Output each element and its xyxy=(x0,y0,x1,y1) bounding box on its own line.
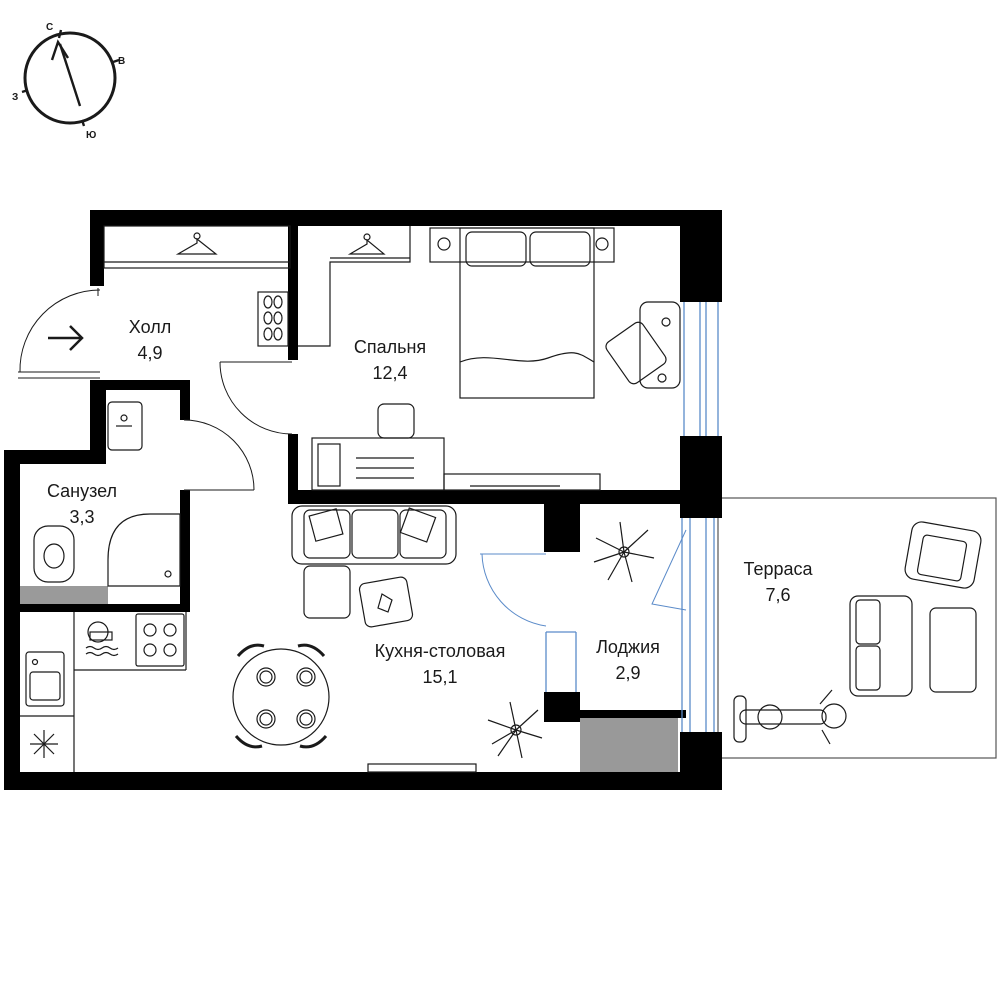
armchair-icon xyxy=(904,521,982,589)
bed-icon xyxy=(429,227,615,399)
kitchen-counter xyxy=(20,612,187,772)
plant-icon xyxy=(487,701,543,759)
toilet-icon xyxy=(33,525,75,583)
room-area-hall: 4,9 xyxy=(137,343,162,363)
hanger-icon xyxy=(175,232,218,255)
exercise-bike-icon xyxy=(733,689,847,745)
shower-icon xyxy=(107,513,181,587)
coffee-table xyxy=(358,576,414,628)
room-name-bathroom: Санузел xyxy=(47,481,117,501)
fridge-icon xyxy=(30,730,58,758)
plant-icon xyxy=(593,521,655,583)
shoe-rack xyxy=(257,291,289,347)
room-name-terrace: Терраса xyxy=(743,559,813,579)
compass-west-label: З xyxy=(12,92,18,103)
compass-south-label: Ю xyxy=(86,130,96,141)
room-area-loggia: 2,9 xyxy=(615,663,640,683)
bathroom-floor-strip xyxy=(18,586,108,604)
doors xyxy=(18,288,687,627)
sofa-icon xyxy=(291,505,457,619)
room-name-loggia: Лоджия xyxy=(596,637,660,657)
hanger-icon xyxy=(347,233,386,255)
stove-icon xyxy=(135,613,185,667)
shaft-block xyxy=(580,716,678,772)
compass-north-label: С xyxy=(46,22,53,33)
room-name-hall: Холл xyxy=(129,317,171,337)
armchair-icon xyxy=(605,301,681,389)
hall-wardrobe xyxy=(103,225,291,269)
entrance-arrow-icon xyxy=(48,325,84,351)
sink-icon xyxy=(25,651,65,707)
room-area-terrace: 7,6 xyxy=(765,585,790,605)
room-area-bedroom: 12,4 xyxy=(372,363,407,383)
room-name-bedroom: Спальня xyxy=(354,337,426,357)
room-name-kitchen: Кухня-столовая xyxy=(375,641,506,661)
sofa-icon xyxy=(849,595,977,697)
dishes-icon xyxy=(85,621,119,657)
tv-stand xyxy=(367,763,477,773)
dining-table-icon xyxy=(232,643,330,749)
terrace-outline xyxy=(717,497,997,759)
room-area-kitchen: 15,1 xyxy=(422,667,457,687)
room-labels: Холл 4,9 Спальня 12,4 Санузел 3,3 Кухня-… xyxy=(47,317,814,687)
room-area-bathroom: 3,3 xyxy=(69,507,94,527)
compass-icon: С В Ю З xyxy=(12,22,125,141)
walls xyxy=(4,210,722,790)
compass-east-label: В xyxy=(118,56,125,67)
bedroom-wardrobe xyxy=(298,226,411,347)
windows xyxy=(545,302,719,732)
desk-icon xyxy=(311,403,601,491)
sink-icon xyxy=(107,401,143,451)
